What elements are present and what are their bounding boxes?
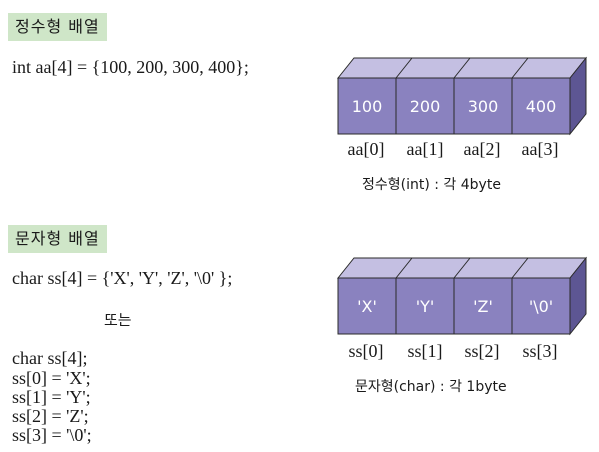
char-array-top-divider: [511, 257, 529, 279]
char-index-label: ss[2]: [464, 341, 500, 361]
int-index-label: aa[2]: [463, 139, 501, 159]
char-array-cell-value: 'Y': [416, 297, 435, 316]
char-array-cell: [511, 277, 571, 335]
int-array-top-divider: [511, 57, 529, 79]
int-array-cell: [453, 77, 513, 135]
int-array-cell: [511, 77, 571, 135]
char-array-heading: 문자형 배열: [8, 225, 107, 253]
int-array-cell: [337, 77, 397, 135]
char-array-cell-value: '\0': [529, 297, 553, 316]
or-label: 또는: [104, 311, 132, 329]
char-array-cell: [395, 277, 455, 335]
int-array-cell-value: 400: [526, 97, 557, 116]
code-line: ss[2] = 'Z';: [12, 406, 89, 426]
int-array-declaration: int aa[4] = {100, 200, 300, 400};: [12, 57, 249, 77]
char-index-label: ss[3]: [522, 341, 558, 361]
int-array-cell-value: 300: [468, 97, 499, 116]
int-array-heading: 정수형 배열: [8, 13, 107, 41]
char-array-cell: [453, 277, 513, 335]
code-line: ss[0] = 'X';: [12, 368, 91, 388]
code-line: ss[3] = '\0';: [12, 425, 92, 445]
code-line: ss[1] = 'Y';: [12, 387, 91, 407]
int-array-cell-value: 100: [352, 97, 383, 116]
int-array-top-divider: [395, 57, 413, 79]
int-size-caption: 정수형(int) : 각 4byte: [362, 177, 501, 193]
char-index-label: ss[1]: [407, 341, 443, 361]
char-index-label: ss[0]: [348, 341, 384, 361]
int-index-label: aa[3]: [521, 139, 559, 159]
int-index-label: aa[1]: [406, 139, 444, 159]
code-line: char ss[4];: [12, 348, 88, 368]
char-array-declaration: char ss[4] = {'X', 'Y', 'Z', '\0' };: [12, 268, 233, 288]
int-array-top-divider: [453, 57, 471, 79]
int-array-cell-value: 200: [410, 97, 441, 116]
int-array-boxes: 100 200 300 400: [336, 56, 588, 136]
char-array-cell-value: 'Z': [473, 297, 493, 316]
int-array-cell: [395, 77, 455, 135]
int-index-label: aa[0]: [347, 139, 385, 159]
char-array-boxes: 'X' 'Y' 'Z' '\0': [336, 256, 588, 336]
char-array-top-divider: [395, 257, 413, 279]
char-array-top-divider: [453, 257, 471, 279]
char-array-cell-value: 'X': [357, 297, 377, 316]
char-size-caption: 문자형(char) : 각 1byte: [355, 379, 507, 395]
